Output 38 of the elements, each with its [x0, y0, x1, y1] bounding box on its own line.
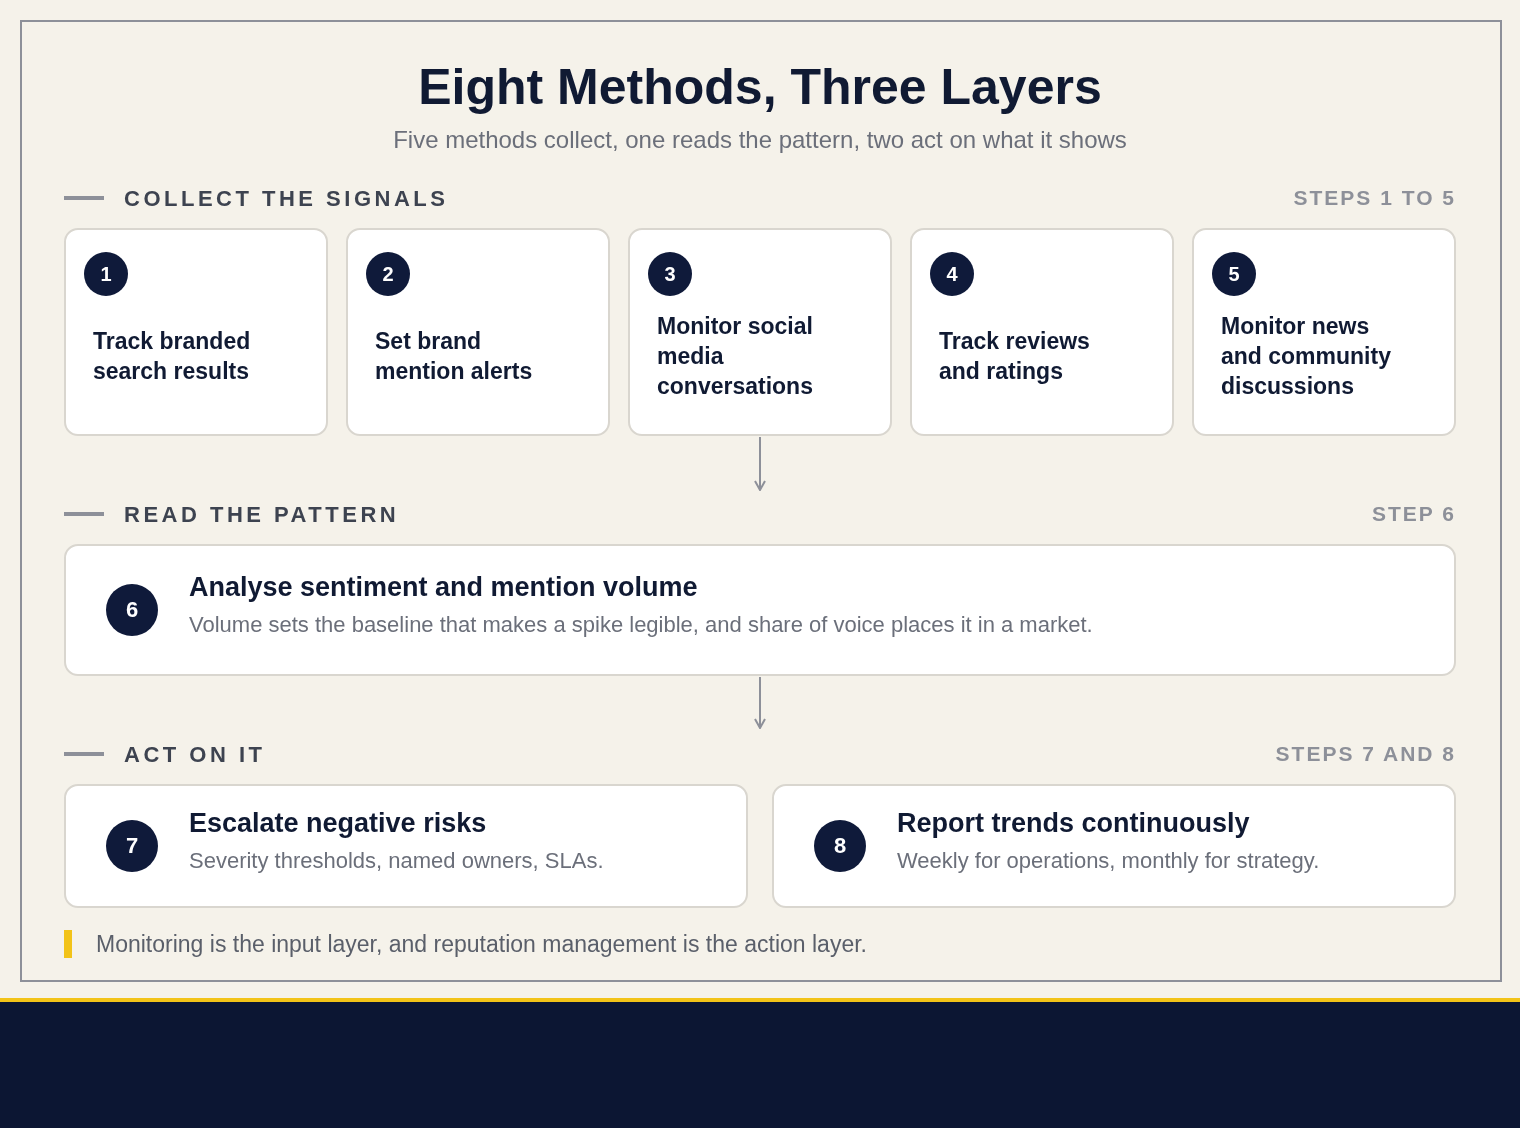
card-title: Track branded search results	[93, 327, 252, 386]
step-card	[1192, 228, 1456, 436]
step-number: 8	[814, 820, 866, 872]
card-title: Set brand mention alerts	[375, 327, 534, 386]
note: Monitoring is the input layer, and reputation management is the action layer.	[96, 931, 867, 958]
step-number: 2	[366, 252, 410, 296]
step-number: 5	[1212, 252, 1256, 296]
step-number: 4	[930, 252, 974, 296]
subtitle: Five methods collect, one reads the pattern, two act on what it shows	[392, 126, 1128, 154]
step-number: 7	[106, 820, 158, 872]
card-title: Report trends continuously	[897, 808, 1250, 838]
step-range: STEP 6	[1372, 502, 1456, 526]
card-description: Severity thresholds, named owners, SLAs.	[189, 848, 604, 874]
step-number: 1	[84, 252, 128, 296]
step-card	[64, 544, 1456, 676]
arrow	[754, 676, 766, 729]
section-heading: COLLECT THE SIGNALS	[124, 186, 449, 212]
card-title: Monitor news and community discussions	[1221, 312, 1392, 401]
step-card	[346, 228, 610, 436]
card-title: Analyse sentiment and mention volume	[189, 572, 698, 602]
step-number: 3	[648, 252, 692, 296]
section-heading: ACT ON IT	[124, 742, 266, 768]
card-description: Volume sets the baseline that makes a spike legible, and share of voice places it in a market.	[189, 612, 1093, 638]
step-card	[64, 228, 328, 436]
step-range: STEPS 7 AND 8	[1275, 742, 1456, 766]
card-description: Weekly for operations, monthly for strategy.	[897, 848, 1320, 874]
step-card	[64, 784, 748, 908]
arrow	[754, 436, 766, 491]
section-heading: READ THE PATTERN	[124, 502, 400, 528]
card-title: Track reviews and ratings	[939, 327, 1091, 386]
title: Eight Methods, Three Layers	[417, 58, 1103, 116]
card-title: Monitor social media conversations	[657, 312, 814, 401]
step-card	[772, 784, 1456, 908]
step-number: 6	[106, 584, 158, 636]
step-card	[910, 228, 1174, 436]
card-title: Escalate negative risks	[189, 808, 487, 838]
step-range: STEPS 1 TO 5	[1293, 186, 1456, 210]
step-card	[628, 228, 892, 436]
